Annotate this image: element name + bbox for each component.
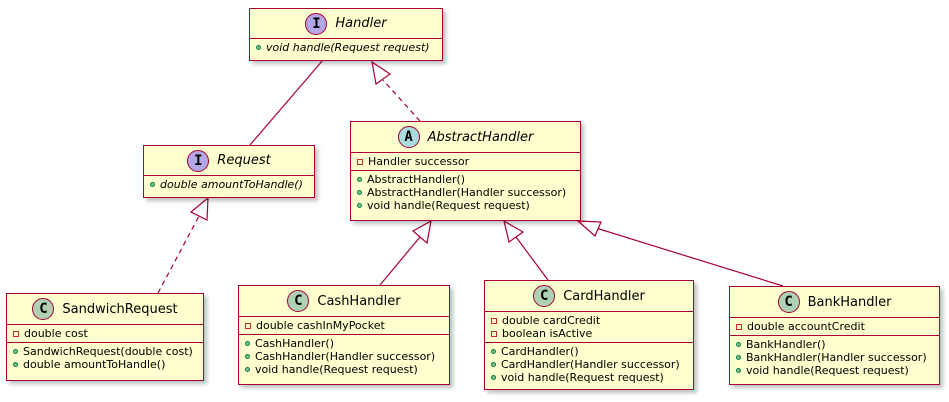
realization-arrowhead xyxy=(189,196,209,221)
methods-section: CashHandler() CashHandler(Handler succes… xyxy=(239,334,449,378)
public-visibility-icon xyxy=(491,375,496,380)
method: CardHandler(Handler successor) xyxy=(501,358,680,371)
method: void handle(Request request) xyxy=(255,363,418,376)
public-visibility-icon xyxy=(357,177,362,182)
class-badge-icon: C xyxy=(533,285,556,307)
field: double cardCredit xyxy=(502,314,601,327)
class-name: Handler xyxy=(335,16,387,31)
generalization-cashhandler xyxy=(379,236,421,286)
public-visibility-icon xyxy=(736,355,741,360)
generalization-arrowhead xyxy=(503,219,525,244)
method: void handle(Request request) xyxy=(746,364,909,377)
public-visibility-icon xyxy=(357,190,362,195)
abstract-badge-icon: A xyxy=(397,126,420,148)
field: double cost xyxy=(24,327,88,340)
method: AbstractHandler(Handler successor) xyxy=(367,186,567,199)
method: void handle(Request request) xyxy=(266,41,430,54)
realization-sandwichrequest-request xyxy=(157,215,200,294)
methods-section: void handle(Request request) xyxy=(250,38,442,56)
method: double amountToHandle() xyxy=(160,178,303,191)
generalization-arrowhead xyxy=(576,220,602,237)
public-visibility-icon xyxy=(245,367,250,372)
fields-section: Handler successor xyxy=(351,152,580,170)
method: AbstractHandler() xyxy=(367,173,466,186)
methods-section: CardHandler() CardHandler(Handler succes… xyxy=(485,342,693,386)
class-abstract-handler[interactable]: A AbstractHandler Handler successor Abst… xyxy=(350,121,581,221)
class-card-handler[interactable]: C CardHandler double cardCredit boolean … xyxy=(484,280,694,390)
public-visibility-icon xyxy=(13,349,18,354)
method: SandwichRequest(double cost) xyxy=(23,345,193,358)
class-name: BankHandler xyxy=(807,294,892,310)
private-visibility-icon xyxy=(357,158,363,165)
methods-section: BankHandler() BankHandler(Handler succes… xyxy=(730,335,939,379)
public-visibility-icon xyxy=(491,362,496,367)
public-visibility-icon xyxy=(245,354,250,359)
public-visibility-icon xyxy=(736,368,741,373)
class-name: SandwichRequest xyxy=(62,301,178,317)
class-handler[interactable]: I Handler void handle(Request request) xyxy=(249,8,443,61)
private-visibility-icon xyxy=(13,330,19,337)
method: CashHandler() xyxy=(255,337,335,350)
method: CashHandler(Handler successor) xyxy=(255,350,436,363)
private-visibility-icon xyxy=(245,322,251,329)
method: BankHandler(Handler successor) xyxy=(746,351,927,364)
public-visibility-icon xyxy=(245,341,250,346)
class-badge-icon: C xyxy=(32,298,55,320)
methods-section: double amountToHandle() xyxy=(144,175,314,193)
public-visibility-icon xyxy=(256,45,261,50)
association-handler-request xyxy=(249,59,324,146)
class-name: AbstractHandler xyxy=(427,129,534,145)
class-sandwich-request[interactable]: C SandwichRequest double cost SandwichRe… xyxy=(6,293,204,381)
field: Handler successor xyxy=(368,155,470,168)
fields-section: double cost xyxy=(7,324,203,342)
class-cash-handler[interactable]: C CashHandler double cashInMyPocket Cash… xyxy=(238,285,450,385)
fields-section: double cardCredit boolean isActive xyxy=(485,311,693,342)
generalization-bankhandler xyxy=(595,227,784,287)
private-visibility-icon xyxy=(491,330,497,337)
method: CardHandler() xyxy=(501,345,579,358)
method: void handle(Request request) xyxy=(367,199,530,212)
class-name: CashHandler xyxy=(317,293,401,309)
class-name: CardHandler xyxy=(563,288,645,304)
interface-badge-icon: I xyxy=(187,149,210,172)
class-badge-icon: C xyxy=(777,291,800,313)
public-visibility-icon xyxy=(150,182,155,187)
methods-section: AbstractHandler() AbstractHandler(Handle… xyxy=(351,170,580,214)
public-visibility-icon xyxy=(13,362,18,367)
method: void handle(Request request) xyxy=(501,371,664,384)
fields-section: double cashInMyPocket xyxy=(239,316,449,334)
generalization-cardhandler xyxy=(515,236,549,281)
realization-arrowhead xyxy=(371,60,392,86)
fields-section: double accountCredit xyxy=(730,317,939,335)
realization-abstracthandler-handler xyxy=(382,79,421,122)
field: double cashInMyPocket xyxy=(256,319,385,332)
interface-badge-icon: I xyxy=(305,12,328,35)
public-visibility-icon xyxy=(357,203,362,208)
class-bank-handler[interactable]: C BankHandler double accountCredit BankH… xyxy=(729,286,940,385)
public-visibility-icon xyxy=(736,342,741,347)
class-badge-icon: C xyxy=(287,290,310,312)
method: BankHandler() xyxy=(746,338,826,351)
class-name: Request xyxy=(217,153,271,168)
field: double accountCredit xyxy=(747,320,865,333)
field: boolean isActive xyxy=(502,327,593,340)
generalization-arrowhead xyxy=(411,219,432,245)
public-visibility-icon xyxy=(491,349,496,354)
methods-section: SandwichRequest(double cost) double amou… xyxy=(7,342,203,373)
class-request[interactable]: I Request double amountToHandle() xyxy=(143,145,315,198)
method: double amountToHandle() xyxy=(23,358,166,371)
private-visibility-icon xyxy=(736,323,742,330)
private-visibility-icon xyxy=(491,317,497,324)
